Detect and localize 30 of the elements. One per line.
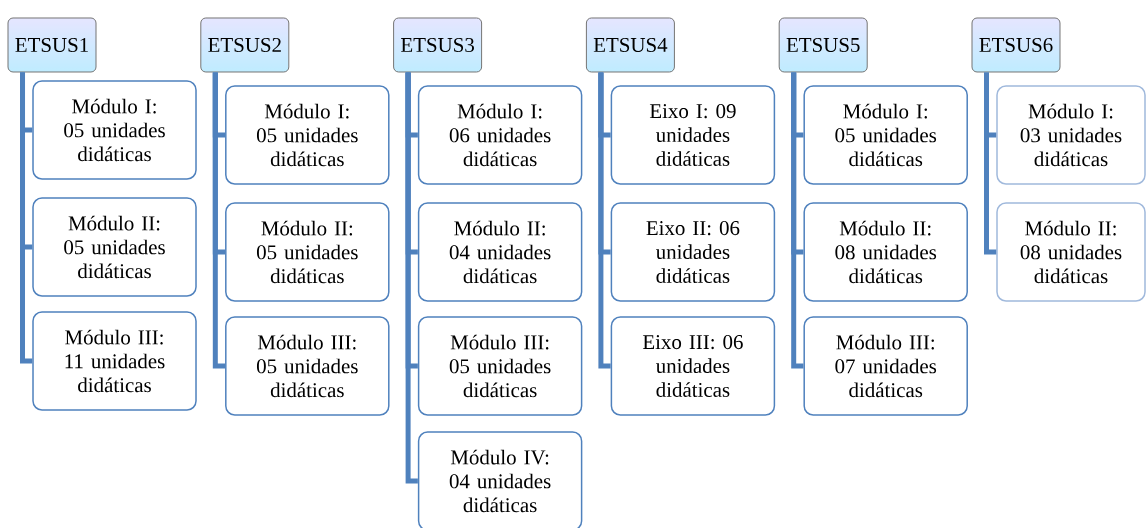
module-box: Módulo II: 08 unidades didáticas xyxy=(996,202,1146,302)
module-box: Módulo III: 11 unidades didáticas xyxy=(32,311,197,411)
module-box: Módulo III: 05 unidades didáticas xyxy=(225,316,390,416)
connector-line xyxy=(405,72,418,484)
connector-line xyxy=(984,72,997,255)
header-box: ETSUS5 xyxy=(778,17,868,73)
module-box: Módulo III: 05 unidades didáticas xyxy=(417,316,583,416)
module-box: Módulo I: 06 unidades didáticas xyxy=(417,85,583,185)
header-box: ETSUS1 xyxy=(7,17,97,73)
module-box: Módulo IV: 04 unidades didáticas xyxy=(417,431,583,528)
module-box: Módulo II: 08 unidades didáticas xyxy=(803,202,968,302)
header-box: ETSUS3 xyxy=(393,17,483,73)
module-box: Módulo I: 03 unidades didáticas xyxy=(996,85,1146,185)
module-box: Módulo II: 05 unidades didáticas xyxy=(225,202,390,302)
header-box: ETSUS2 xyxy=(200,17,290,73)
module-box: Eixo II: 06 unidades didáticas xyxy=(610,202,776,302)
module-box: Módulo II: 05 unidades didáticas xyxy=(32,197,197,297)
module-box: Módulo II: 04 unidades didáticas xyxy=(417,202,583,302)
header-box: ETSUS6 xyxy=(971,17,1061,73)
header-box: ETSUS4 xyxy=(585,17,675,73)
module-box: Módulo I: 05 unidades didáticas xyxy=(803,85,968,185)
module-box: Eixo I: 09 unidades didáticas xyxy=(610,85,776,185)
module-box: Módulo I: 05 unidades didáticas xyxy=(225,85,390,185)
connector-line xyxy=(791,72,804,369)
connector-line xyxy=(212,72,226,369)
module-box: Módulo I: 05 unidades didáticas xyxy=(32,80,197,180)
module-box: Módulo III: 07 unidades didáticas xyxy=(803,316,968,416)
connector-line xyxy=(598,72,611,369)
connector-line xyxy=(20,72,33,364)
module-box: Eixo III: 06 unidades didáticas xyxy=(610,316,776,416)
